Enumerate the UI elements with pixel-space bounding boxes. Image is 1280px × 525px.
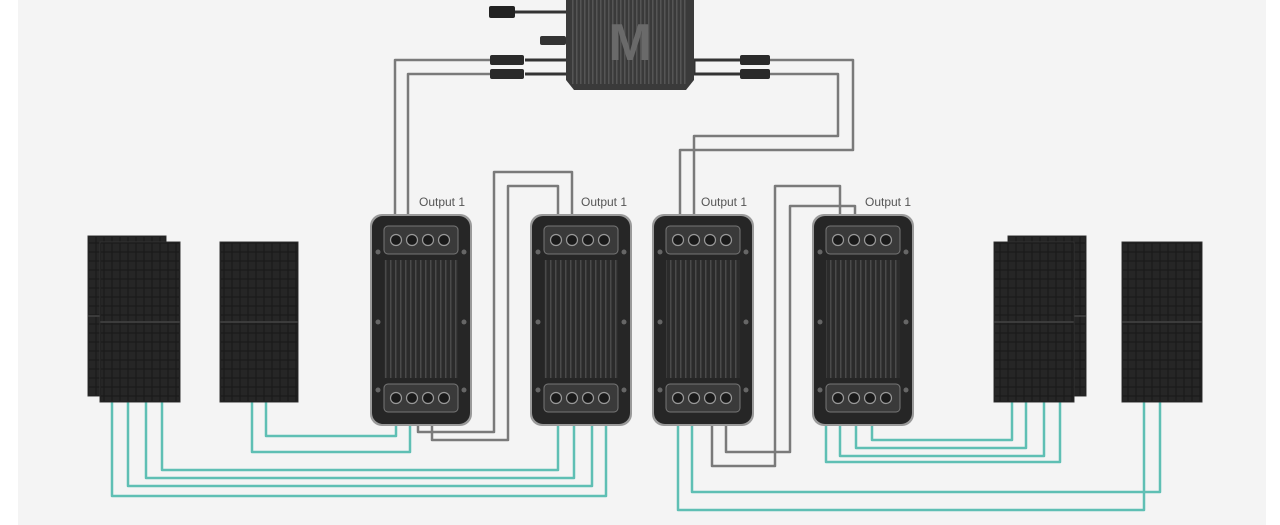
- solar-wire: [250, 402, 412, 454]
- optimizers: [370, 214, 914, 426]
- connector: [740, 55, 770, 65]
- connector-port: [549, 233, 563, 247]
- connector-port: [703, 233, 717, 247]
- connector-port: [389, 391, 403, 405]
- power-station-icon: [812, 214, 914, 426]
- connector-port: [421, 391, 435, 405]
- connector-port: [879, 391, 893, 405]
- connector-port: [687, 391, 701, 405]
- connector-port: [389, 233, 403, 247]
- solar-wire: [824, 402, 1062, 464]
- power-station-icon: [652, 214, 754, 426]
- connector-port: [879, 233, 893, 247]
- dc-wire: [678, 58, 855, 232]
- output-label: Output 1: [581, 195, 627, 209]
- connector: [490, 55, 524, 65]
- connector-port: [405, 391, 419, 405]
- output-label: Output 1: [865, 195, 911, 209]
- microinverter-icon: M: [489, 0, 770, 90]
- connector-port: [703, 391, 717, 405]
- dc-wire: [724, 204, 857, 454]
- solar-panel-icon: [1121, 241, 1203, 403]
- solar-wire: [854, 402, 1028, 450]
- connector: [540, 36, 566, 45]
- connector-port: [437, 233, 451, 247]
- connector-port: [437, 391, 451, 405]
- connector-port: [671, 233, 685, 247]
- ac-plug: [489, 6, 515, 18]
- solar-wire: [690, 402, 1162, 494]
- connector-port: [863, 233, 877, 247]
- connector: [740, 69, 770, 79]
- dc-wires: [393, 58, 857, 468]
- connector-port: [581, 391, 595, 405]
- connector-port: [863, 391, 877, 405]
- dc-wire: [393, 58, 522, 232]
- solar-panel-icon: [219, 241, 299, 403]
- output-label: Output 1: [701, 195, 747, 209]
- connector-port: [831, 233, 845, 247]
- dc-wire: [430, 184, 560, 442]
- connector-port: [847, 391, 861, 405]
- solar-wire: [126, 402, 594, 488]
- connector-port: [687, 233, 701, 247]
- connector-port: [565, 233, 579, 247]
- dc-wire: [692, 72, 840, 232]
- connector: [490, 69, 524, 79]
- connector-port: [597, 391, 611, 405]
- solar-wire: [110, 402, 608, 498]
- connector-port: [671, 391, 685, 405]
- connector-port: [719, 233, 733, 247]
- solar-wire: [838, 402, 1046, 458]
- output-label: Output 1: [419, 195, 465, 209]
- power-station-icon: [530, 214, 632, 426]
- connector-port: [831, 391, 845, 405]
- connector-port: [581, 233, 595, 247]
- dc-wire: [710, 184, 842, 468]
- inverter-logo: M: [608, 14, 651, 72]
- solar-wire: [144, 402, 576, 480]
- dc-wire: [406, 72, 522, 232]
- connector-port: [597, 233, 611, 247]
- solar-wires: [110, 402, 1162, 512]
- solar-panels: [87, 235, 1203, 403]
- connector-port: [549, 391, 563, 405]
- connector-port: [719, 391, 733, 405]
- solar-panel-icon: [99, 241, 181, 403]
- solar-wire: [160, 402, 560, 472]
- solar-wire: [676, 402, 1146, 512]
- dc-wire: [416, 170, 574, 434]
- connector-port: [847, 233, 861, 247]
- solar-panel-icon: [993, 241, 1075, 403]
- connector-port: [421, 233, 435, 247]
- power-station-icon: [370, 214, 472, 426]
- connector-port: [565, 391, 579, 405]
- connector-port: [405, 233, 419, 247]
